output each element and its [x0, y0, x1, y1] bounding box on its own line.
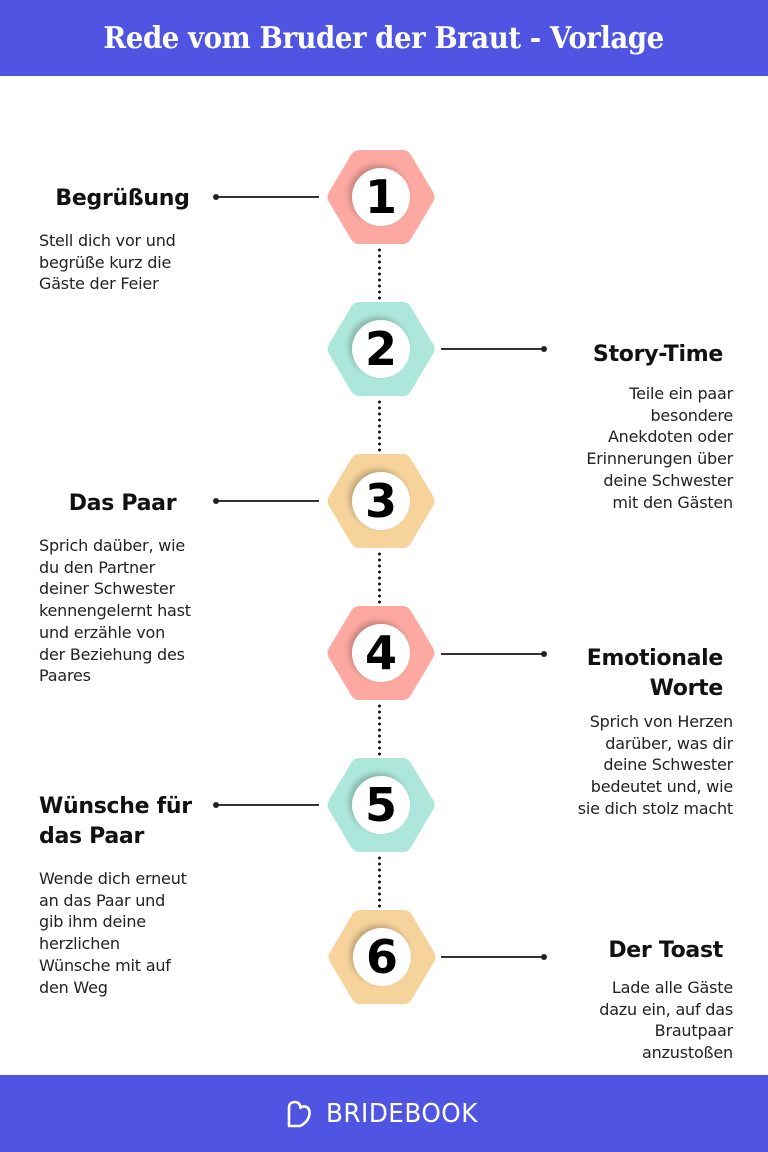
footer-banner: BRIDEBOOK — [0, 1075, 768, 1152]
description-line: Teile ein paar — [629, 384, 733, 403]
description-line: du den Partner — [39, 557, 155, 577]
step-4-hexagon: 4 — [326, 604, 436, 702]
step-number: 5 — [364, 778, 397, 832]
header-banner: Rede vom Bruder der Braut - Vorlage — [0, 0, 768, 76]
step-3-connector-line — [213, 498, 319, 504]
step-4-description: Sprich von Herzen darüber, was dir deine… — [540, 711, 733, 820]
step-5-description: Wende dich erneut an das Paar und gib ih… — [39, 868, 219, 998]
step-5-title: Wünsche für das Paar — [39, 792, 214, 852]
number-circle: 3 — [352, 472, 410, 530]
step-6-description: Lade alle Gäste dazu ein, auf das Brautp… — [540, 977, 733, 1064]
description-line: kennengelernt hast — [39, 601, 191, 621]
dotted-connector-4-5 — [378, 703, 381, 757]
description-line: Brautpaar — [654, 1021, 734, 1041]
description-line: Sprich von Herzen — [589, 712, 733, 731]
dotted-connector-5-6 — [378, 855, 381, 909]
step-2-connector-line — [441, 346, 547, 352]
step-1-hexagon: 1 — [326, 148, 436, 246]
step-1-description: Stell dich vor und begrüße kurz die Gäst… — [39, 230, 214, 295]
description-line: herzlichen — [39, 934, 120, 954]
bridebook-logo[interactable]: BRIDEBOOK — [286, 1099, 482, 1129]
title-line: das Paar — [39, 824, 145, 849]
connector-end-dot — [541, 954, 547, 960]
step-3-hexagon: 3 — [326, 452, 436, 550]
dotted-connector-2-3 — [378, 399, 381, 453]
description-line: dazu ein, auf das — [599, 999, 733, 1019]
title-line: Wünsche für — [39, 794, 192, 819]
step-3-title: Das Paar — [68, 491, 177, 516]
dotted-connector-3-4 — [378, 551, 381, 605]
description-line: mit den Gästen — [612, 492, 733, 512]
connector-end-dot — [213, 194, 219, 200]
connector-end-dot — [541, 651, 547, 657]
step-1-title: Begrüßung — [55, 186, 190, 211]
step-1-connector-line — [213, 194, 319, 200]
description-line: den Weg — [39, 977, 108, 997]
number-circle: 1 — [352, 168, 410, 226]
step-number: 4 — [364, 626, 397, 680]
description-line: Stell dich vor und — [39, 231, 176, 250]
heart-outline-icon — [287, 1100, 311, 1127]
description-line: bedeutet und, wie — [590, 777, 733, 797]
description-line: deine Schwester — [603, 470, 733, 490]
description-line: Gäste der Feier — [39, 274, 159, 294]
description-line: darüber, was dir — [605, 733, 733, 753]
number-circle: 2 — [352, 320, 410, 378]
description-line: gib ihm deine — [39, 912, 146, 932]
step-number: 2 — [364, 322, 397, 376]
step-5-connector-line — [213, 802, 319, 808]
number-circle: 4 — [352, 624, 410, 682]
step-number: 6 — [365, 930, 398, 984]
connector-end-dot — [541, 346, 547, 352]
number-circle: 5 — [352, 776, 410, 834]
connector-end-dot — [213, 802, 219, 808]
step-number: 1 — [364, 170, 397, 224]
step-6-hexagon: 6 — [327, 908, 437, 1006]
description-line: Anekdoten oder — [607, 427, 733, 447]
description-line: begrüße kurz die — [39, 252, 172, 272]
description-line: Erinnerungen über — [586, 449, 733, 469]
description-line: der Beziehung des — [39, 644, 185, 664]
description-line: sie dich stolz macht — [577, 798, 733, 818]
connector-end-dot — [213, 498, 219, 504]
logo-text: BRIDEBOOK — [326, 1098, 478, 1129]
step-4-connector-line — [441, 651, 547, 657]
step-4-title: Emotionale Worte — [540, 644, 724, 704]
description-line: an das Paar und — [39, 890, 166, 910]
description-line: deiner Schwester — [39, 579, 175, 599]
description-line: Sprich daüber, wie — [39, 536, 185, 555]
number-circle: 6 — [353, 928, 411, 986]
title-line: Emotionale — [586, 646, 724, 671]
page-title: Rede vom Bruder der Braut - Vorlage — [103, 20, 665, 56]
step-2-title: Story-Time — [593, 342, 723, 367]
description-line: anzustoßen — [642, 1043, 733, 1063]
step-2-description: Teile ein paar besondere Anekdoten oder … — [540, 383, 733, 513]
description-line: und erzähle von — [39, 622, 166, 642]
step-6-connector-line — [441, 954, 547, 960]
description-line: besondere — [650, 405, 733, 425]
description-line: Wünsche mit auf — [39, 955, 171, 975]
dotted-connector-1-2 — [378, 247, 381, 301]
step-2-hexagon: 2 — [326, 300, 436, 398]
step-5-hexagon: 5 — [326, 756, 436, 854]
step-3-description: Sprich daüber, wie du den Partner deiner… — [39, 535, 219, 687]
step-number: 3 — [364, 474, 397, 528]
description-line: Paares — [39, 666, 91, 686]
step-6-title: Der Toast — [608, 938, 723, 963]
description-line: deine Schwester — [603, 755, 733, 775]
title-line: Worte — [649, 676, 724, 701]
description-line: Wende dich erneut — [39, 869, 187, 888]
description-line: Lade alle Gäste — [611, 978, 733, 997]
